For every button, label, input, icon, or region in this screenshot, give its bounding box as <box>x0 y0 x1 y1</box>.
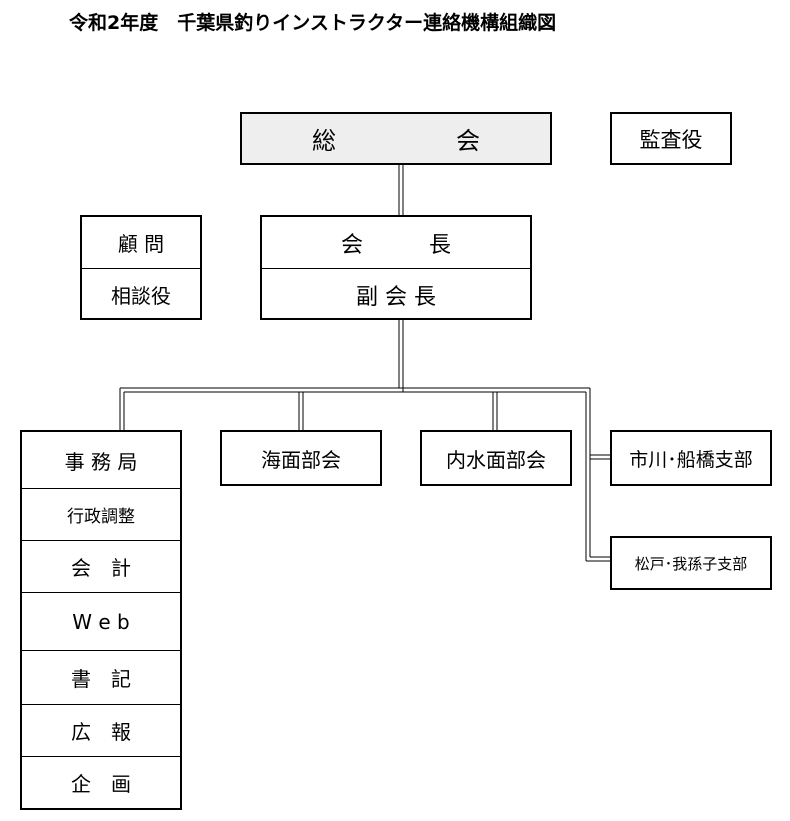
sea-committee-label: 海面部会 <box>261 447 341 472</box>
secretariat-item-label: W e b <box>72 609 130 634</box>
counselor-cell: 相談役 <box>82 268 200 320</box>
president-cell: 会 長 <box>262 217 530 268</box>
secretariat-item: 広 報 <box>22 704 180 756</box>
vice-president-cell: 副 会 長 <box>262 268 530 320</box>
vice-president-label: 副 会 長 <box>356 284 436 310</box>
president-group: 会 長 副 会 長 <box>260 215 532 320</box>
advisor-label: 顧 問 <box>117 232 165 256</box>
matsudo-abiko-branch-box: 松戸･我孫子支部 <box>610 536 772 590</box>
secretariat-item-label: 広 報 <box>71 720 131 744</box>
secretariat-item: W e b <box>22 592 180 650</box>
advisor-cell: 顧 問 <box>82 217 200 268</box>
advisor-group: 顧 問 相談役 <box>80 215 202 320</box>
secretariat-item: 企 画 <box>22 756 180 808</box>
auditor-label: 監査役 <box>639 127 703 152</box>
secretariat-item-label: 企 画 <box>71 772 131 796</box>
ichikawa-funabashi-branch-label: 市川･船橋支部 <box>629 448 753 471</box>
ichikawa-funabashi-branch-box: 市川･船橋支部 <box>610 430 772 486</box>
inland-committee-label: 内水面部会 <box>446 447 546 472</box>
secretariat-item: 会 計 <box>22 540 180 592</box>
secretariat-header-cell: 事 務 局 <box>22 432 180 488</box>
general-assembly-box: 総 会 <box>240 112 552 165</box>
secretariat-item: 書 記 <box>22 650 180 704</box>
secretariat-label: 事 務 局 <box>64 449 138 474</box>
secretariat-item: 行政調整 <box>22 488 180 540</box>
auditor-box: 監査役 <box>610 112 732 165</box>
secretariat-item-label: 書 記 <box>71 667 131 691</box>
sea-committee-box: 海面部会 <box>220 430 382 486</box>
page-title: 令和2年度 千葉県釣りインストラクター連絡機構組織図 <box>69 12 557 34</box>
secretariat-item-label: 会 計 <box>71 556 131 580</box>
general-assembly-label: 総 会 <box>312 127 480 155</box>
secretariat-group: 事 務 局 行政調整 会 計 W e b 書 記 広 報 企 画 <box>20 430 182 810</box>
inland-committee-box: 内水面部会 <box>420 430 572 486</box>
secretariat-item-label: 行政調整 <box>67 507 135 527</box>
counselor-label: 相談役 <box>111 284 171 308</box>
matsudo-abiko-branch-label: 松戸･我孫子支部 <box>634 554 748 573</box>
president-label: 会 長 <box>340 232 451 258</box>
